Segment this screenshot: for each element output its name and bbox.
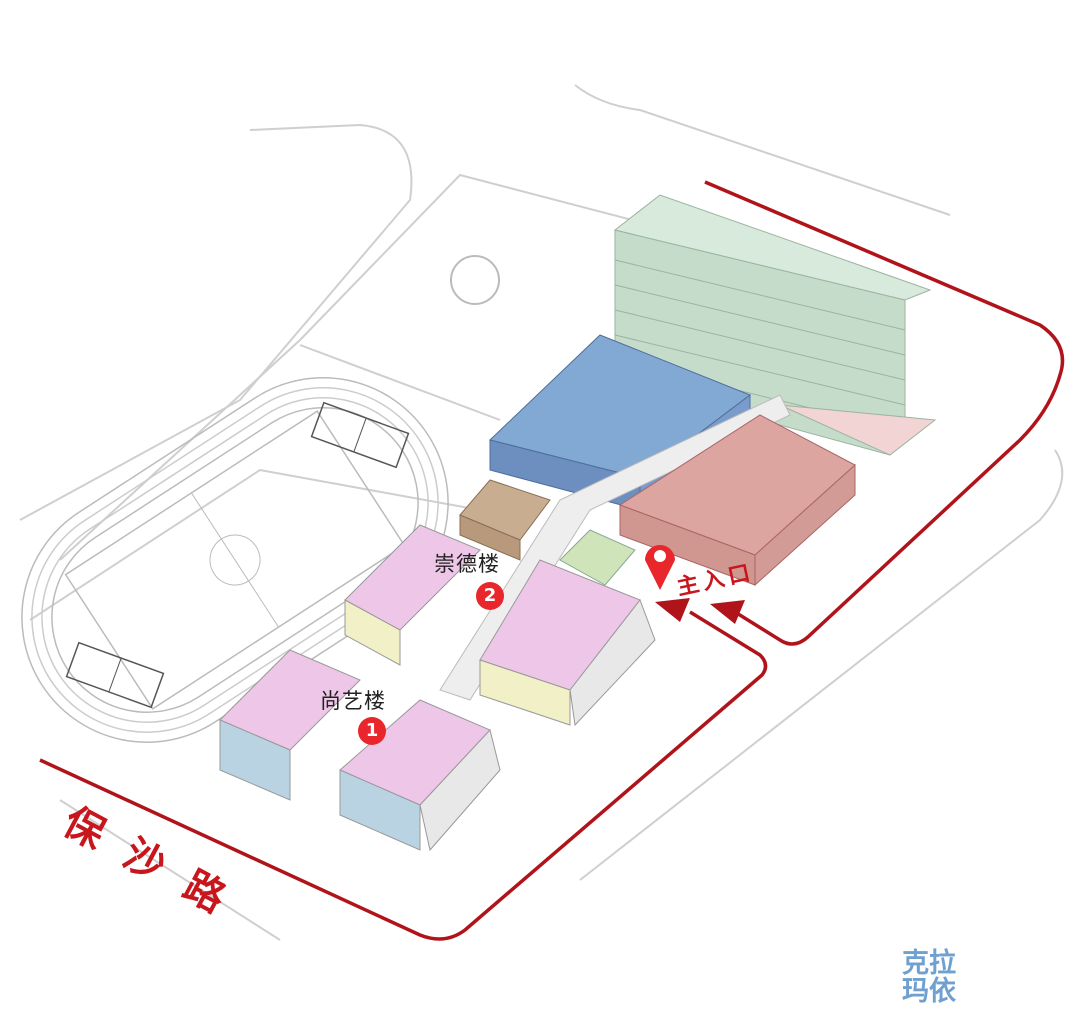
access-route-east [704,180,1065,646]
building-1-cluster [219,649,501,852]
location-pin-icon [645,545,675,590]
building-1-label: 尚艺楼 [320,689,386,713]
basketball-court-top [310,401,410,469]
building-2-cluster [344,524,656,727]
building-2-marker: 2 [476,582,504,610]
access-route-south [39,610,768,941]
watermark: 克拉 玛依 [902,950,966,1006]
watermark-line: 玛依 [902,976,956,1007]
running-track [21,377,449,743]
basketball-court-bottom [65,641,165,709]
red-block [618,414,856,587]
building-2-label: 崇德楼 [434,552,500,576]
brown-block [459,479,551,561]
round-plaza [450,255,500,305]
green-pavilion [559,529,636,586]
watermark-line: 克拉 [902,948,956,979]
building-1-marker: 1 [358,717,386,745]
site-outlines [19,84,1064,941]
arrow-icon [655,598,690,622]
arrow-icon [710,600,745,624]
